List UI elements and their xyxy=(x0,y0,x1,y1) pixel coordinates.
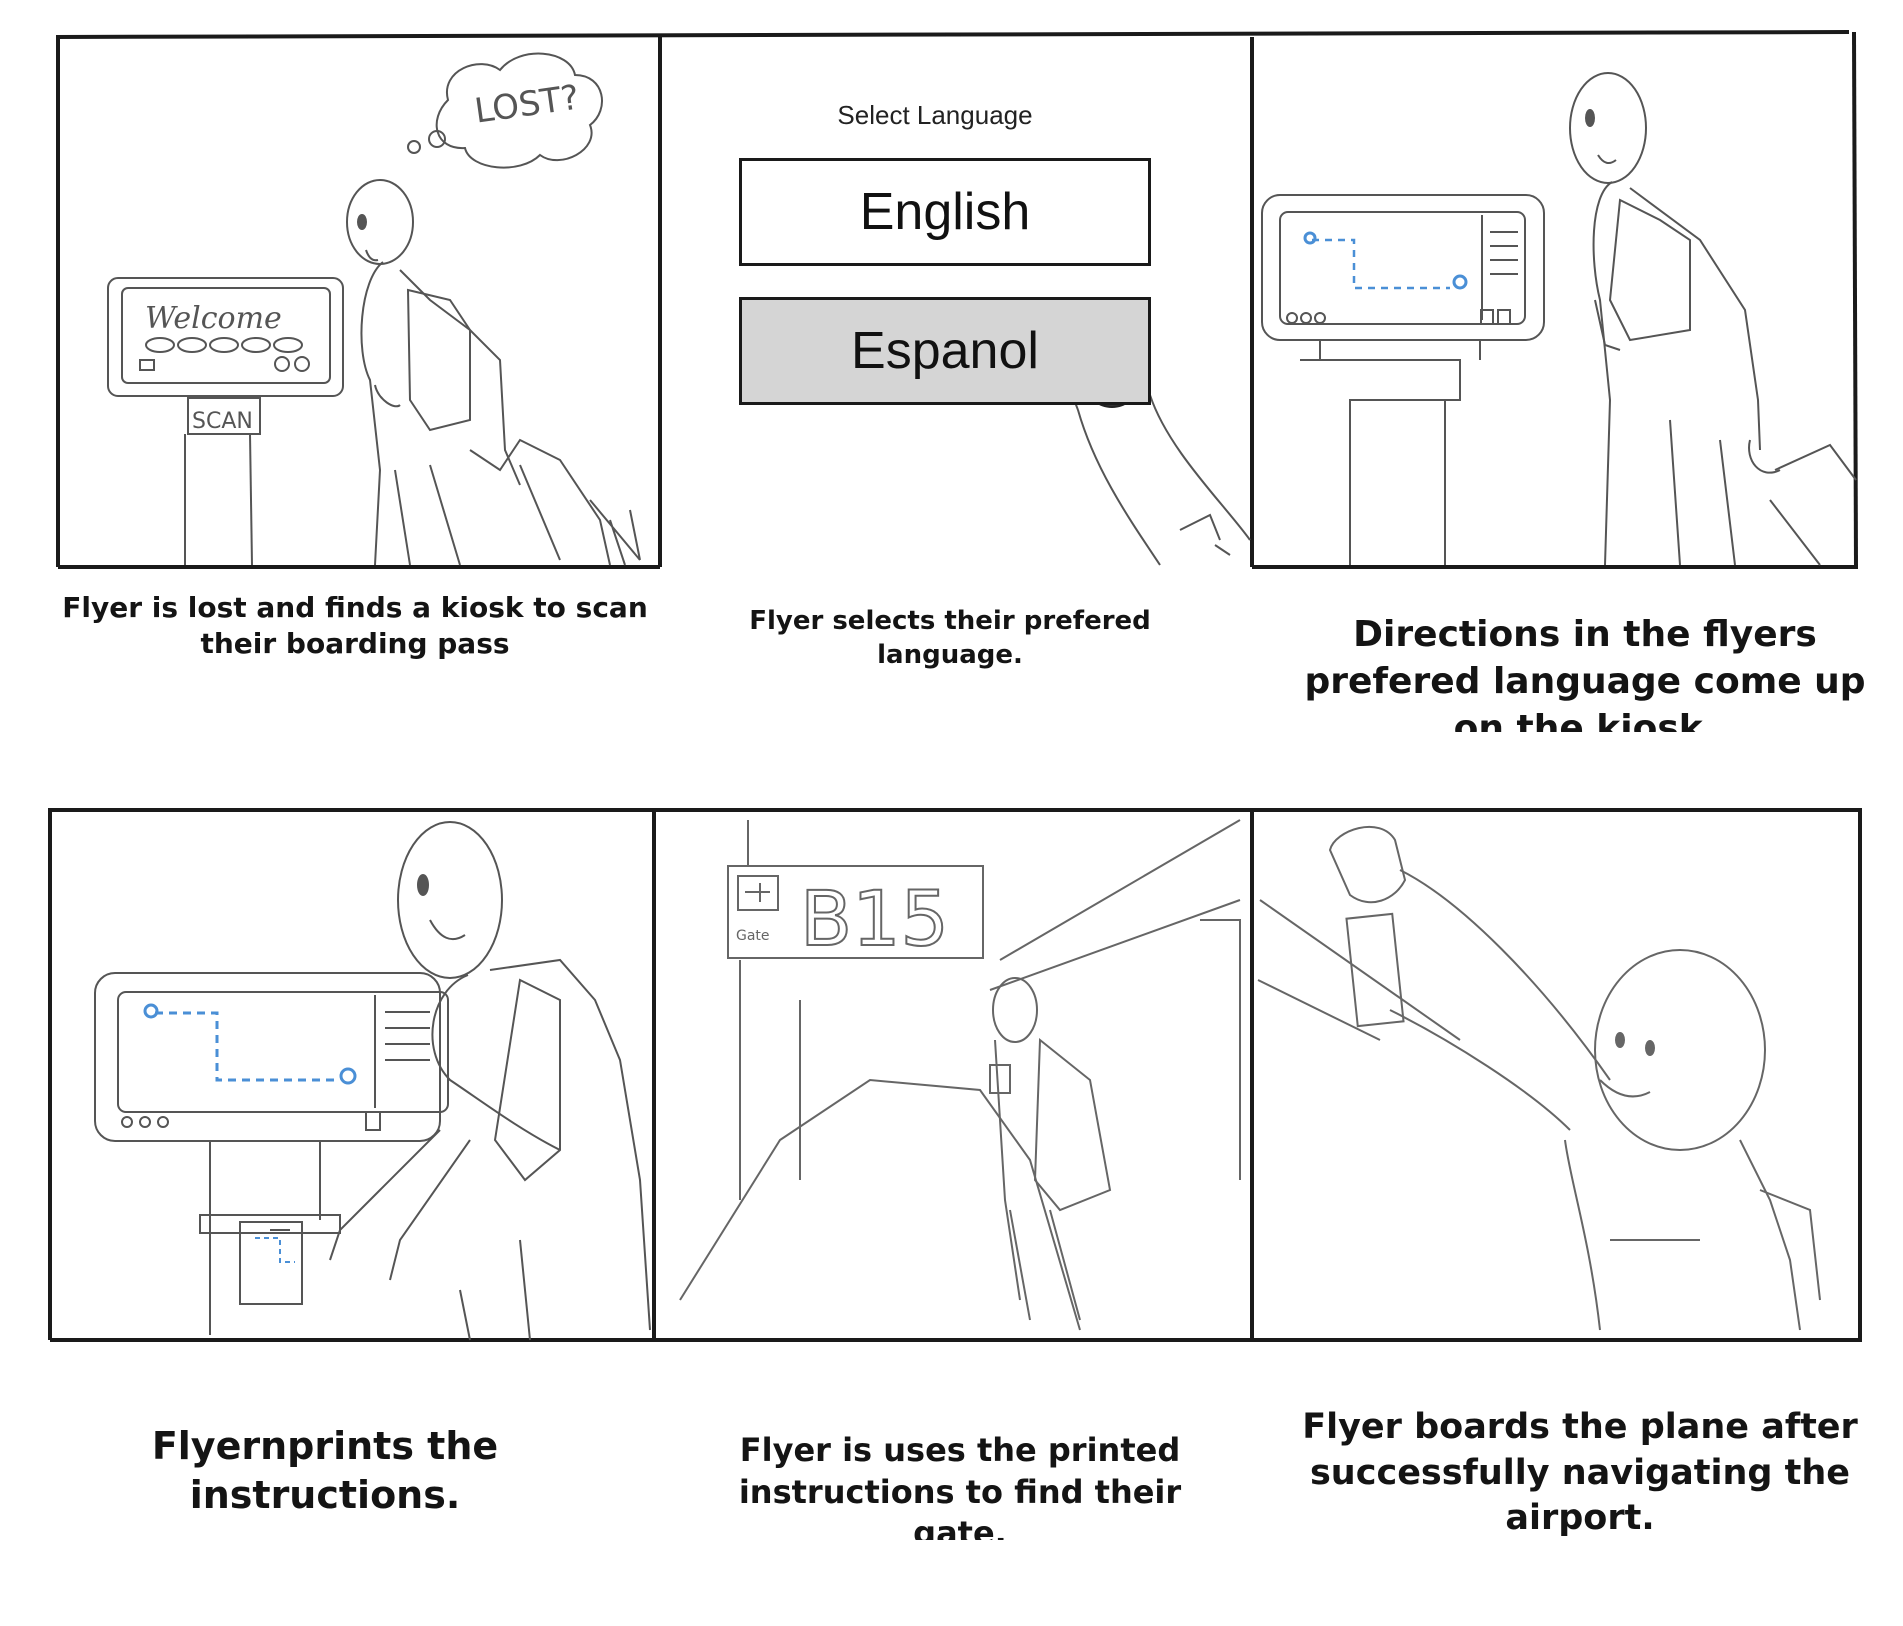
kiosk-route-line xyxy=(155,1011,334,1082)
raised-hand xyxy=(1328,825,1407,904)
start-person-icon xyxy=(1303,231,1317,245)
boarding-pass xyxy=(1345,912,1405,1028)
select-language-title: Select Language xyxy=(837,100,1033,130)
caption-text: Flyer selects their prefered language. xyxy=(749,606,1151,670)
panel-3-sketch xyxy=(1261,72,1857,566)
caption-panel-6: Flyer boards the plane after successfull… xyxy=(1302,1407,1858,1538)
gate-label: Gate xyxy=(736,928,770,944)
flyer-head xyxy=(992,977,1038,1043)
caption-panel-3: Directions in the flyers prefered langua… xyxy=(1304,614,1866,732)
destination-pin-icon xyxy=(1452,274,1468,290)
top-row-frames xyxy=(55,30,1858,569)
thought-bubble-text: LOST? xyxy=(472,77,581,131)
flyer-head xyxy=(1594,949,1766,1151)
kiosk-screen xyxy=(94,972,441,1142)
english-button[interactable]: English xyxy=(739,158,1151,266)
gate-number: B15 xyxy=(800,874,949,963)
destination-pin-icon xyxy=(339,1067,357,1085)
caption-text: Flyer boards the plane after successfull… xyxy=(1302,1407,1858,1538)
kiosk-screen xyxy=(107,277,344,397)
kiosk-scan-label: SCAN xyxy=(192,409,253,434)
caption-panel-2: Flyer selects their prefered language. xyxy=(749,606,1151,670)
caption-panel-5: Flyer is uses the printed instructions t… xyxy=(738,1431,1182,1540)
panel-5-sketch xyxy=(679,819,1241,1331)
panel-4-sketch xyxy=(94,821,651,1341)
caption-text: Flyer is uses the printed instructions t… xyxy=(738,1431,1182,1540)
espanol-button[interactable]: Espanol xyxy=(739,297,1151,405)
panel-6-sketch xyxy=(1257,825,1821,1331)
caption-panel-4: Flyernprints the instructions. xyxy=(151,1424,499,1518)
flyer-head xyxy=(397,821,503,979)
start-person-icon xyxy=(143,1003,159,1019)
caption-text: Flyernprints the instructions. xyxy=(151,1424,499,1518)
caption-panel-1: Flyer is lost and finds a kiosk to scan … xyxy=(62,591,648,661)
caption-text: Directions in the flyers prefered langua… xyxy=(1304,614,1866,732)
kiosk-screen xyxy=(1261,194,1545,341)
bottom-row-frames xyxy=(48,808,1862,1342)
caption-text: Flyer is lost and finds a kiosk to scan … xyxy=(62,591,648,661)
plane-icon xyxy=(737,875,779,911)
printed-instructions xyxy=(239,1221,303,1305)
printout-route-line xyxy=(255,1237,295,1263)
kiosk-route-line xyxy=(1312,238,1450,290)
gate-sign xyxy=(727,865,984,959)
flyer-head xyxy=(1569,72,1647,184)
panel-1-sketch xyxy=(107,52,641,566)
kiosk-welcome-text: Welcome xyxy=(145,301,282,336)
flyer-head xyxy=(346,179,414,265)
